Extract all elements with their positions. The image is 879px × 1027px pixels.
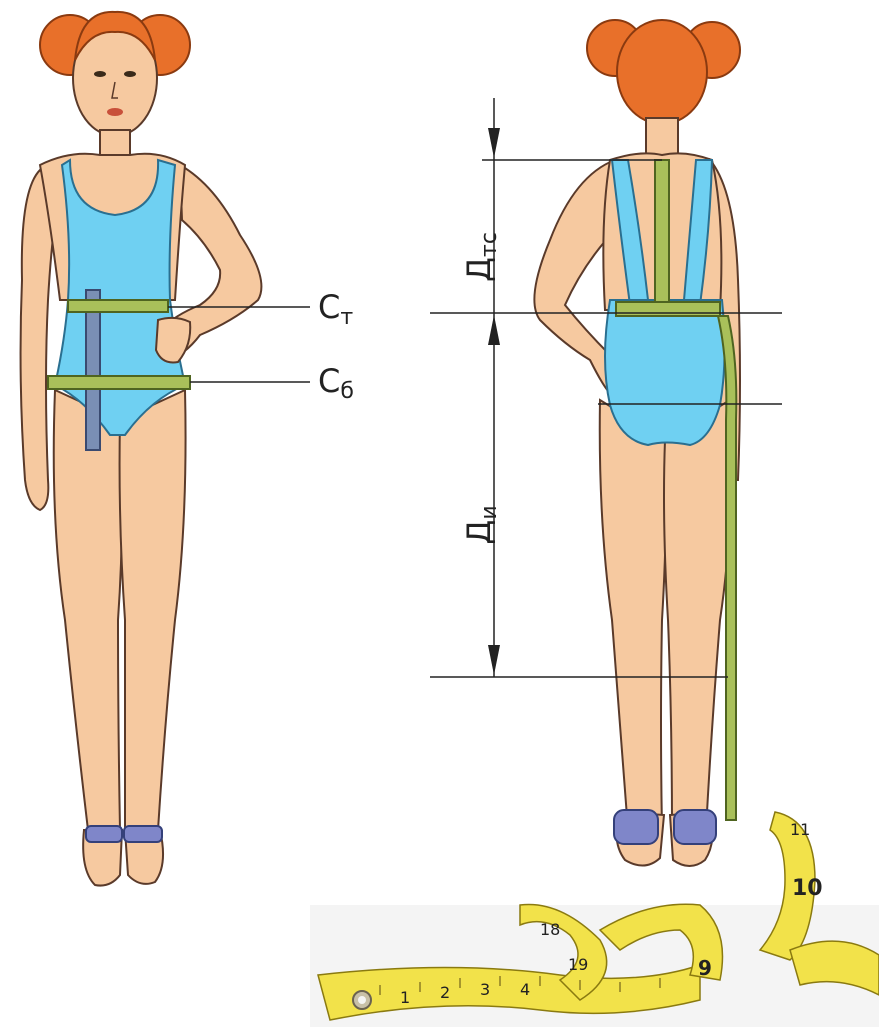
- product-length-label-bg: [440, 470, 480, 562]
- front-eye-right: [124, 71, 136, 77]
- waist-circumference-label: Ст: [318, 288, 353, 330]
- front-leg-right: [54, 390, 122, 830]
- front-leg-left: [120, 390, 186, 830]
- front-figure: [21, 12, 262, 886]
- front-hip-tape: [48, 376, 190, 389]
- back-leg-right: [600, 400, 666, 830]
- front-waist-tape: [68, 300, 168, 312]
- back-figure: [534, 20, 740, 866]
- tape-number-2: 2: [440, 983, 450, 1002]
- tape-number-3: 3: [480, 980, 490, 999]
- back-waist-length-label: Дтс: [460, 232, 502, 282]
- tape-number-4: 4: [520, 980, 530, 999]
- tape-grommet-hole: [358, 996, 366, 1004]
- back-spine-tape: [655, 160, 669, 310]
- back-sandal-strap-left: [674, 810, 716, 844]
- arrow-down-neck: [488, 128, 500, 158]
- tape-number-19: 19: [568, 955, 588, 974]
- front-hand: [156, 318, 190, 363]
- tape-number-1: 1: [400, 988, 410, 1007]
- front-sandal-strap-left: [124, 826, 162, 842]
- hip-circumference-label: Сб: [318, 362, 354, 404]
- arrow-up-waist: [488, 315, 500, 345]
- back-head-hair: [617, 20, 707, 124]
- tape-number-9: 9: [698, 956, 712, 980]
- tape-number-11: 11: [790, 820, 810, 839]
- back-waist-tape: [616, 302, 720, 316]
- front-vertical-tape: [86, 290, 100, 450]
- front-mouth: [107, 108, 123, 116]
- back-neck: [646, 118, 678, 158]
- front-sandal-strap-right: [86, 826, 122, 842]
- front-eye-left: [94, 71, 106, 77]
- back-leg-left: [664, 400, 731, 830]
- back-sandal-strap-right: [614, 810, 658, 844]
- tape-number-10: 10: [792, 876, 823, 901]
- back-swimsuit-body: [605, 300, 725, 445]
- measuring-tape-photo: 1 2 3 4 18 19 9 10 11: [310, 812, 879, 1027]
- tape-number-18: 18: [540, 920, 560, 939]
- arrow-down-knee: [488, 645, 500, 675]
